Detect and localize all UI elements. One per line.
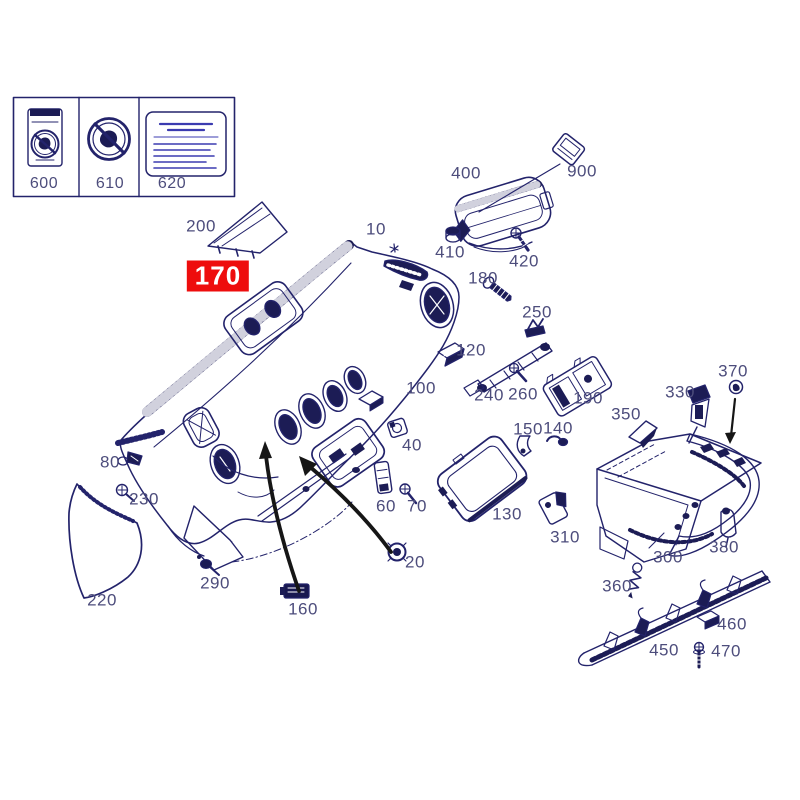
right-end-vent [419,281,455,329]
part-label-460: 460 [717,614,747,634]
part-label-250: 250 [522,302,552,322]
child-seat-prohibition-sticker-tall-icon [27,108,63,167]
part-label-450: 450 [649,640,679,660]
part-label-220: 220 [87,590,117,610]
part-330-strut [687,384,711,444]
part-label-260: 260 [508,384,538,404]
part-label-10: 10 [366,219,386,239]
part-310-bracket [538,491,569,525]
part-170-trim-strip [142,240,354,417]
legend-box [12,96,236,198]
part-460-clip [696,610,720,630]
part-label-420: 420 [509,251,539,271]
part-250-clip [524,318,546,338]
part-label-300: 300 [653,547,683,567]
pointer-arrows [259,441,393,593]
part-80-clip [117,451,143,466]
part-360-screw [627,562,643,599]
cluster-opening [223,281,304,356]
part-label-900: 900 [567,161,597,181]
part-label-330: 330 [665,382,695,402]
part-130-display-bezel [436,435,528,523]
part-420-screw [510,227,530,252]
part-label-620: 620 [157,175,187,192]
airbag-warning-text-sticker-icon [145,111,227,177]
part-label-60: 60 [376,496,396,516]
part-20-grommet [387,542,407,562]
part-label-100: 100 [406,378,436,398]
center-vents [274,365,367,445]
part-label-400: 400 [451,163,481,183]
dashboard-body [115,240,460,571]
part-label-140: 140 [543,418,573,438]
part-220-end-panel [68,483,143,599]
part-120-clip [437,342,465,367]
part-260-screw [508,362,528,383]
part-40-retainer [386,417,408,439]
part-label-380: 380 [709,537,739,557]
part-label-350: 350 [611,404,641,424]
part-900-connector [478,133,586,213]
part-label-290: 290 [200,573,230,593]
part-label-130: 130 [492,504,522,524]
part-label-40: 40 [402,435,422,455]
part-label-410: 410 [435,242,465,262]
part-label-70: 70 [407,496,427,516]
part-380-clip [720,507,737,548]
part-350-bracket [628,420,658,448]
part-190-bracket-plate [542,356,613,417]
part-230-screw [115,483,135,502]
part-label-360: 360 [602,576,632,596]
part-label-310: 310 [550,527,580,547]
part-label-370: 370 [718,361,748,381]
part-60-bracket [373,460,393,495]
part-label-470: 470 [711,641,741,661]
part-100-clip [358,390,384,412]
part-label-160: 160 [288,599,318,619]
part-label-170-highlight: 170 [186,260,250,292]
part-410-nut [445,226,461,243]
part-label-190: 190 [573,388,603,408]
child-seat-prohibition-sticker-round-icon [87,117,131,161]
part-290-screw [197,555,220,576]
part-160-clip [280,583,310,599]
part-label-180: 180 [468,268,498,288]
part-200-defroster-grille [207,201,288,259]
part-label-230: 230 [129,489,159,509]
part-label-610: 610 [95,175,125,192]
left-vent [182,406,241,485]
part-label-240: 240 [474,385,504,405]
part-label-20: 20 [405,552,425,572]
part-label-80: 80 [100,452,120,472]
part-370-grommet [725,379,744,444]
part-70-screw [399,483,418,505]
part-150-clip [516,435,532,457]
part-label-150: 150 [513,419,543,439]
part-140-clip [546,435,569,447]
part-label-120: 120 [456,340,486,360]
part-label-600: 600 [29,175,59,192]
part-470-screw [693,641,705,669]
part-180-screw [482,276,512,302]
part-label-200: 200 [186,216,216,236]
part-400-airbag-module [452,176,554,253]
part-450-lower-rail [577,570,771,667]
part-300-glove-box [596,433,762,563]
